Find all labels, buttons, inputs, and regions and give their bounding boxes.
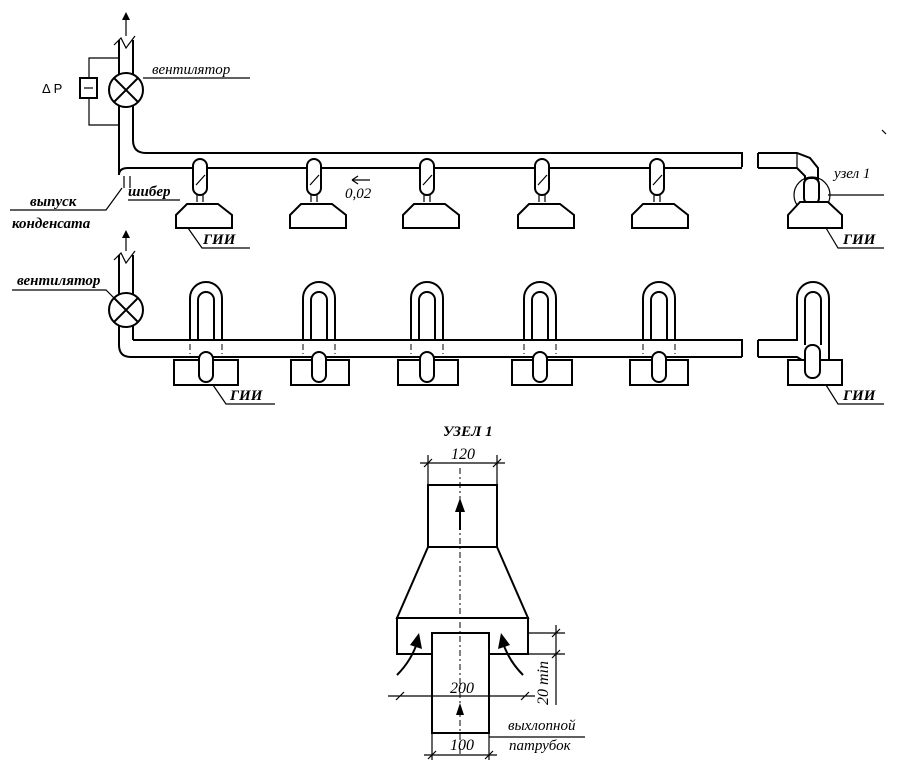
top-unit-1 [175, 158, 233, 229]
detail-outlet-pipe [427, 484, 498, 548]
dim-200-label: 200 [450, 680, 474, 697]
slope-label: 0,02 [345, 186, 372, 202]
bottom-unit-5 [629, 281, 689, 386]
top-unit-2 [289, 158, 347, 229]
top-unit-5 [631, 158, 689, 229]
top-duct-upper [132, 139, 743, 167]
top-node1-unit [757, 152, 843, 229]
top-riser-break [113, 35, 136, 50]
bottom-riser-left [118, 255, 132, 358]
dim-gap-label: 20 min [535, 661, 552, 705]
dim-100-ticks [427, 750, 494, 760]
condensate-drain [123, 176, 131, 188]
up-arrow-head [455, 498, 465, 512]
top-unit-4 [517, 158, 575, 229]
bottom-riser-break [113, 250, 136, 265]
bottom-fan-label: вентилятор [17, 273, 101, 289]
dim-120-label: 120 [451, 446, 475, 463]
top-outlet-arrow-head [122, 12, 130, 20]
condensate-label-2: конденсата [12, 216, 91, 232]
dim-gap-ticks [551, 628, 561, 659]
detail-hood [395, 546, 530, 619]
right-intake-head [498, 633, 510, 649]
exhaust-label-1: выхлопной [508, 718, 576, 734]
dim-120-ext [427, 455, 498, 485]
gii-top-right-label: ГИИ [842, 232, 877, 248]
pressure-label: Δ Р [42, 81, 62, 96]
bottom-unit-3 [397, 281, 459, 386]
bottom-fan-leader [12, 289, 117, 301]
gii-bottom-left-leader [212, 384, 275, 405]
top-right-tick [881, 129, 887, 135]
bottom-unit-4 [511, 281, 573, 386]
condensate-label-1: выпуск [30, 194, 77, 210]
pressure-gauge-icon [79, 57, 119, 126]
bottom-system: вентилятор [12, 230, 884, 405]
detail-title: УЗЕЛ 1 [443, 424, 493, 440]
slope-arrow [351, 175, 370, 185]
dim-200-ticks [395, 691, 530, 701]
top-fan-icon [108, 72, 144, 108]
dim-120-ticks [423, 458, 502, 468]
top-system: Δ Р вентилятор выпуск конденсата шибер 0… [10, 12, 887, 249]
lower-arrow-head [456, 703, 464, 715]
bottom-fan-icon [108, 292, 144, 328]
dim-100-label: 100 [450, 737, 474, 754]
exhaust-label-2: патрубок [509, 738, 572, 754]
bottom-outlet-arrow-head [122, 230, 130, 238]
gii-bottom-right-leader [825, 384, 884, 405]
condensate-leader [10, 187, 123, 211]
bottom-unit-2 [290, 281, 350, 386]
top-duct-lower [118, 167, 742, 176]
left-intake-head [410, 633, 422, 649]
damper-label: шибер [128, 184, 171, 200]
dim-gap-ext [528, 632, 565, 655]
gii-bottom-left-label: ГИИ [229, 388, 264, 404]
gii-top-left-label: ГИИ [202, 232, 237, 248]
node1-detail: УЗЕЛ 1 120 200 20 min [388, 424, 585, 760]
top-fan-label: вентилятор [152, 62, 231, 78]
top-unit-3 [402, 158, 460, 229]
node1-callout-label: узел 1 [832, 166, 870, 182]
gii-top-right-leader [825, 227, 884, 249]
gii-top-left-leader [187, 227, 250, 249]
gii-bottom-right-label: ГИИ [842, 388, 877, 404]
bottom-unit-1 [173, 281, 239, 386]
bottom-node-unit [757, 281, 843, 386]
bottom-duct-upper [133, 339, 743, 357]
